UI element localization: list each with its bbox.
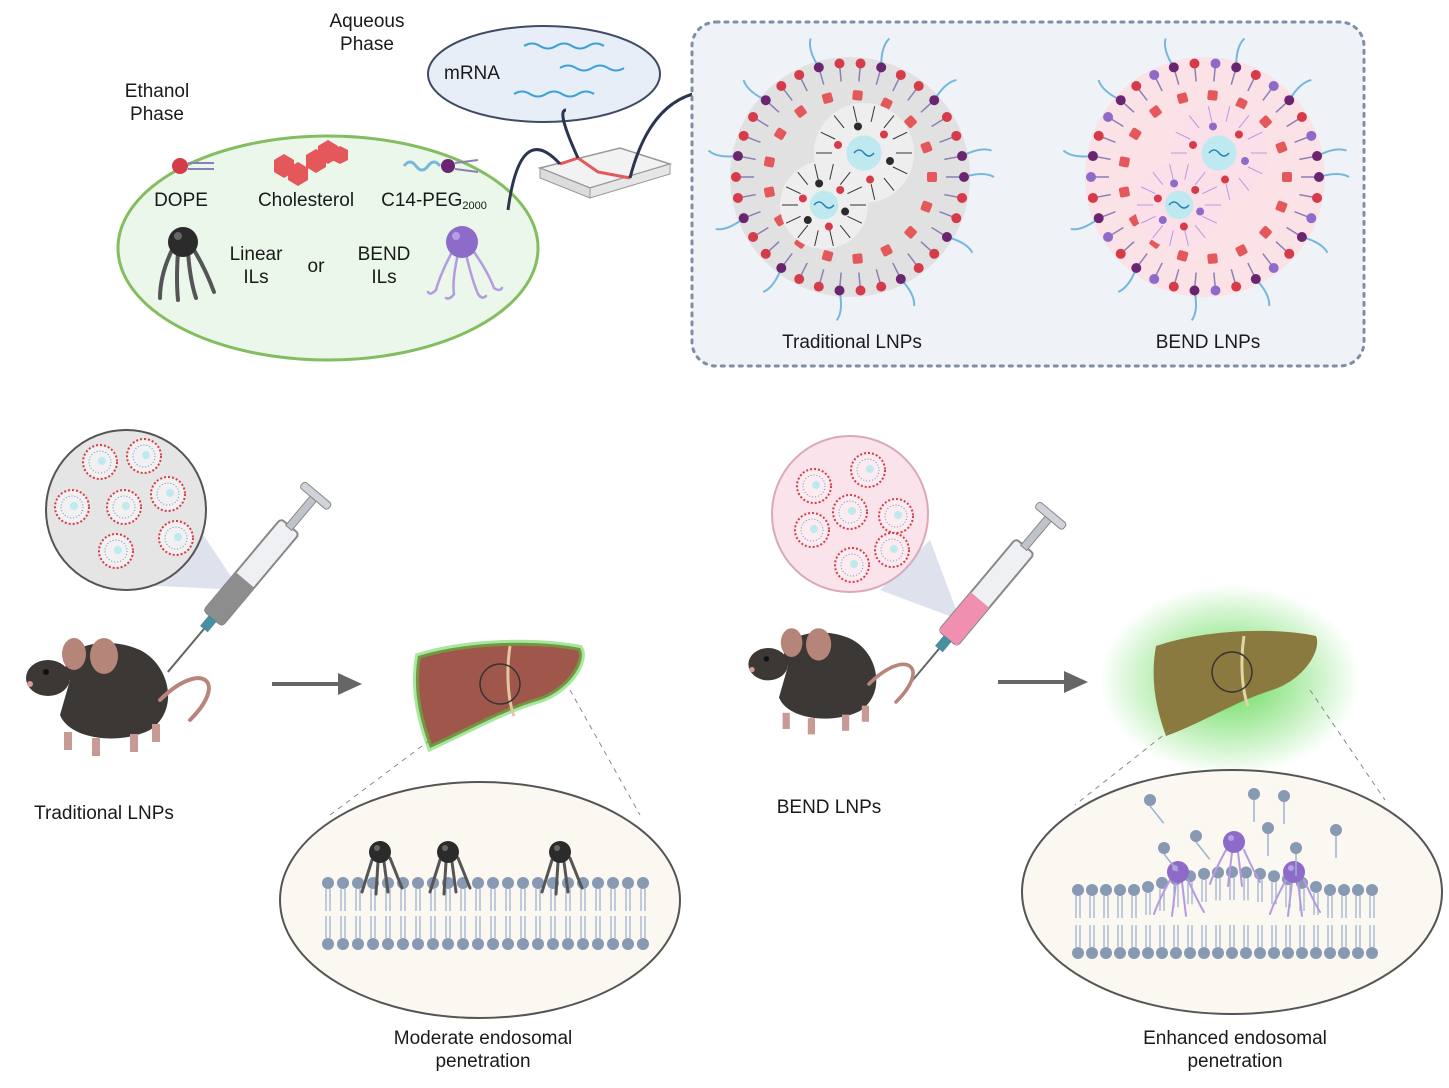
mrna-label: mRNA: [444, 63, 500, 84]
linear-ils-line1: Linear: [229, 244, 283, 265]
aqueous-phase-ellipse: [427, 25, 661, 123]
aqueous-phase-label: Aqueous Phase: [329, 10, 404, 56]
ethanol-line1: Ethanol: [124, 81, 190, 102]
or-label: or: [307, 256, 325, 277]
enhanced-line2: penetration: [1187, 1051, 1283, 1072]
moderate-line2: penetration: [435, 1051, 531, 1072]
traditional-lnp-diagram: [707, 37, 995, 321]
linear-il-icon: [158, 227, 216, 302]
bend-ils-line1: BEND: [357, 244, 411, 265]
ethanol-line2: Phase: [130, 104, 184, 125]
enhanced-line1: Enhanced endosomal: [1143, 1028, 1327, 1049]
bend-lnps-caption: BEND LNPs: [776, 797, 882, 818]
peg-label-sub: 2000: [462, 200, 487, 212]
bend-lnps-title: BEND LNPs: [1155, 332, 1261, 353]
aqueous-line2: Phase: [340, 34, 394, 55]
lipid-bilayer-disrupted: [1072, 788, 1378, 959]
moderate-penetration-label: Moderate endosomal penetration: [394, 1027, 573, 1073]
enhanced-penetration-label: Enhanced endosomal penetration: [1143, 1027, 1327, 1073]
peg-lipid-icon: [402, 159, 479, 173]
bend-ils-label: BEND ILs: [358, 243, 411, 289]
mouse-icon: [748, 628, 915, 735]
zoom-lines: [329, 689, 641, 816]
bend-lnp-diagram: [1062, 37, 1350, 321]
peg-label-main: C14-PEG: [381, 190, 463, 211]
syringe-icon: [167, 481, 332, 673]
syringe-icon: [908, 501, 1067, 685]
endosome-enhanced: [1021, 769, 1443, 1015]
dope-label: DOPE: [154, 190, 208, 211]
lipid-bilayer: [322, 841, 649, 950]
dope-icon: [172, 158, 214, 174]
cholesterol-icon: [274, 140, 348, 186]
cholesterol-label: Cholesterol: [257, 190, 355, 211]
moderate-line1: Moderate endosomal: [393, 1028, 573, 1049]
ethanol-phase-label: Ethanol Phase: [125, 80, 189, 126]
bend-il-icon: [426, 226, 504, 300]
peg-label: C14-PEG2000: [381, 189, 487, 218]
arrow-icon: [272, 673, 362, 695]
linear-ils-label: Linear ILs: [230, 243, 283, 289]
mini-lnp-particles: [794, 452, 914, 583]
bend-ils-line2: ILs: [371, 267, 397, 288]
linear-ils-line2: ILs: [243, 267, 269, 288]
ethanol-phase-ellipse: [116, 134, 540, 362]
liver-enhanced: [1100, 585, 1360, 775]
zoom-lines: [1074, 689, 1386, 806]
mini-lnp-particles: [54, 438, 194, 569]
liver-moderate: [412, 639, 585, 753]
aqueous-line1: Aqueous: [329, 11, 405, 32]
traditional-lnps-title: Traditional LNPs: [782, 332, 922, 353]
arrow-icon: [998, 671, 1088, 693]
microfluidic-chip: [506, 90, 703, 211]
mouse-icon: [26, 638, 211, 756]
traditional-lnps-caption: Traditional LNPs: [34, 803, 174, 824]
